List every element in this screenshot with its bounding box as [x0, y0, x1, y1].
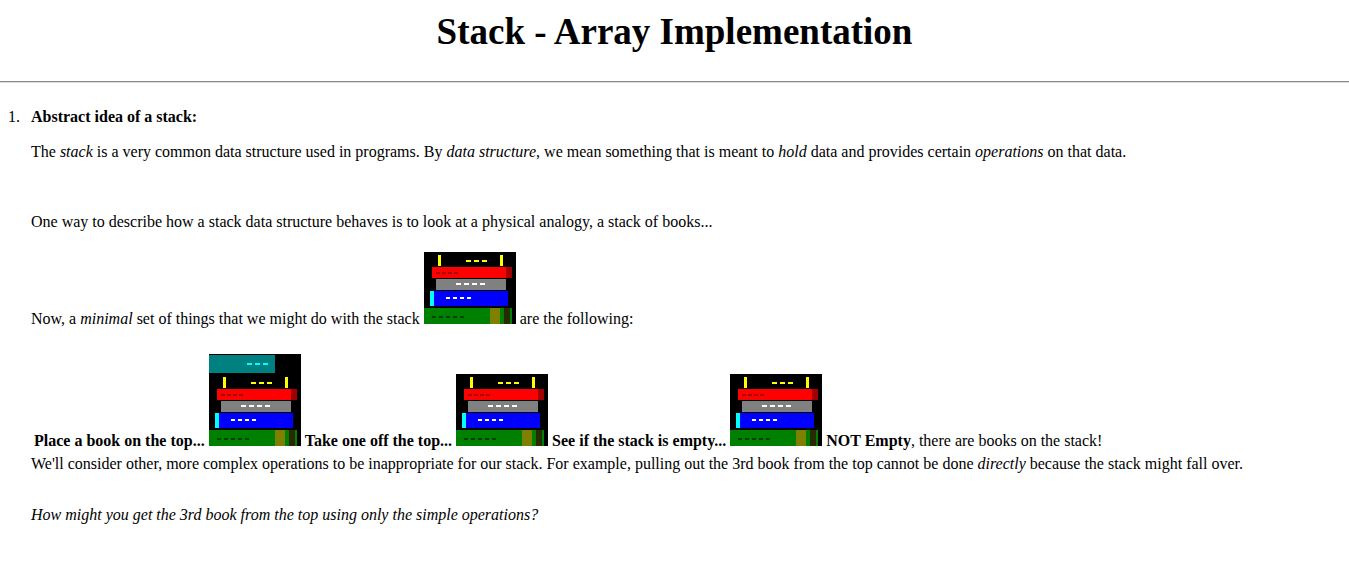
body-text: is a very common data structure used in … — [97, 143, 443, 160]
bold-text: See if the stack is empty... — [552, 432, 726, 449]
horizontal-rule — [0, 81, 1349, 83]
body-text: , we mean something that is meant to — [536, 143, 774, 160]
body-text: The — [31, 143, 56, 160]
body-text: , there are books on the stack! — [911, 432, 1102, 449]
body-text: 1. — [8, 108, 20, 125]
paragraph: Now, a minimal set of things that we mig… — [31, 252, 1347, 329]
paragraph: Place a book on the top... Take one off … — [34, 354, 1347, 451]
paragraph: We'll consider other, more complex opera… — [31, 453, 1347, 474]
book-stack — [456, 374, 548, 446]
body-text: data and provides certain — [811, 143, 971, 160]
bold-text: Place a book on the top... — [34, 432, 205, 449]
body-text: because the stack might fall over. — [1030, 455, 1243, 472]
book-stack — [424, 252, 516, 324]
paragraph: One way to describe how a stack data str… — [31, 211, 1347, 232]
body-text: One way to describe how a stack data str… — [31, 213, 712, 230]
body-text: Now, a — [31, 310, 76, 327]
body-text: on that data. — [1048, 143, 1127, 160]
book-stack-illustration — [424, 252, 516, 324]
italic-text: stack — [60, 143, 93, 160]
paragraph: The stack is a very common data structur… — [31, 141, 1347, 162]
paragraph: 1. — [8, 106, 20, 127]
book-stack-illustration — [209, 354, 301, 446]
paragraph: How might you get the 3rd book from the … — [31, 504, 1347, 525]
book-stack — [209, 354, 301, 446]
paragraph: Abstract idea of a stack: — [31, 106, 197, 127]
body-text: We'll consider other, more complex opera… — [31, 455, 973, 472]
book-stack-illustration — [730, 374, 822, 446]
italic-text: minimal — [80, 310, 132, 327]
italic-text: operations — [975, 143, 1043, 160]
book-stack — [730, 374, 822, 446]
book-stack-illustration — [456, 374, 548, 446]
italic-text: data structure — [446, 143, 536, 160]
italic-text: How might you get the 3rd book from the … — [31, 506, 538, 523]
italic-text: hold — [778, 143, 806, 160]
body-text: set of things that we might do with the … — [137, 310, 420, 327]
body-text: are the following: — [520, 310, 634, 327]
italic-text: directly — [977, 455, 1025, 472]
bold-text: Take one off the top... — [305, 432, 452, 449]
page-title: Stack - Array Implementation — [0, 10, 1349, 53]
bold-text: NOT Empty — [826, 432, 911, 449]
bold-text: Abstract idea of a stack: — [31, 108, 197, 125]
